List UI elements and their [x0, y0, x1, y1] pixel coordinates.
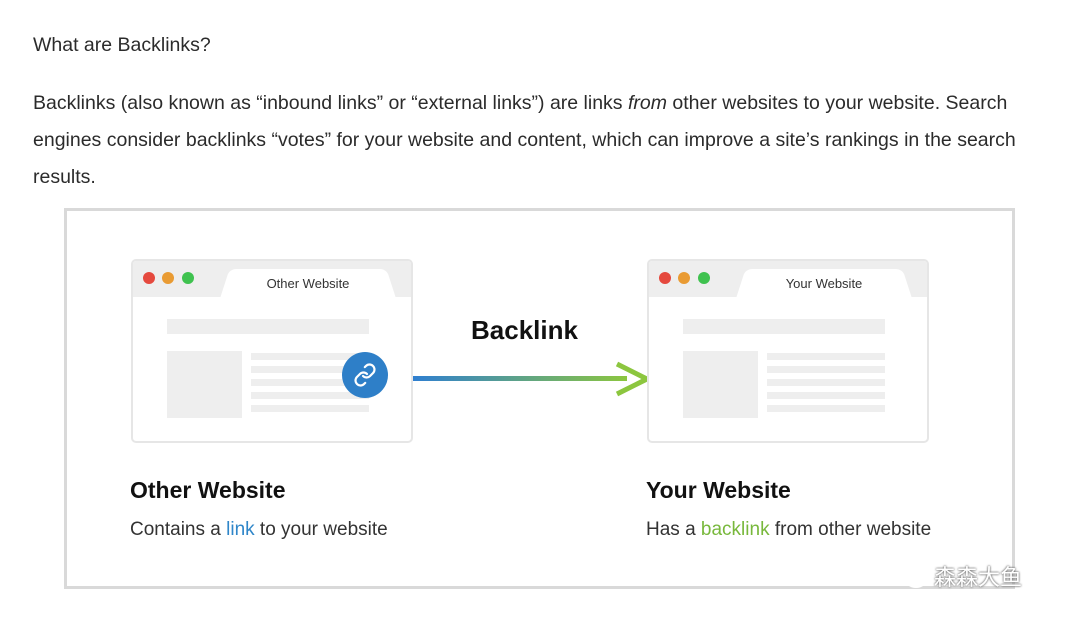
- placeholder-line: [767, 379, 885, 386]
- close-dot-icon: [659, 272, 671, 284]
- placeholder-line: [251, 405, 369, 412]
- browser-tab: Your Website: [749, 269, 899, 297]
- backlink-diagram: Other Website Backlink Your W: [64, 208, 1015, 589]
- your-website-browser: Your Website: [647, 259, 929, 443]
- tab-title: Other Website: [266, 276, 350, 291]
- minimize-dot-icon: [162, 272, 174, 284]
- other-website-description: Contains a link to your website: [130, 519, 388, 541]
- wechat-icon: [892, 563, 927, 588]
- browser-tab: Other Website: [233, 269, 383, 297]
- placeholder-header: [683, 319, 885, 334]
- placeholder-image: [167, 351, 242, 418]
- caption-text: Contains a: [130, 519, 227, 540]
- caption-text: to your website: [254, 519, 388, 540]
- placeholder-line: [251, 379, 369, 386]
- close-dot-icon: [143, 272, 155, 284]
- placeholder-line: [767, 353, 885, 360]
- link-icon: [342, 352, 388, 398]
- maximize-dot-icon: [182, 272, 194, 284]
- caption-text: from other website: [769, 519, 932, 540]
- link-highlight: link: [226, 519, 255, 540]
- paragraph-text-2: other websites to your website. Search e…: [33, 92, 1016, 188]
- watermark-text: 森森大鱼: [934, 565, 1023, 590]
- placeholder-line: [251, 353, 369, 360]
- section-heading: What are Backlinks?: [33, 34, 211, 56]
- other-website-title: Other Website: [130, 477, 286, 503]
- tab-title: Your Website: [785, 276, 863, 291]
- paragraph-emphasis: from: [627, 92, 667, 114]
- other-website-browser: Other Website: [131, 259, 413, 443]
- intro-paragraph: Backlinks (also known as “inbound links”…: [33, 85, 1043, 196]
- your-website-title: Your Website: [646, 477, 791, 503]
- placeholder-line: [251, 392, 369, 399]
- paragraph-text-1: Backlinks (also known as “inbound links”…: [33, 92, 628, 114]
- placeholder-line: [767, 405, 885, 412]
- backlink-arrow: [413, 361, 651, 397]
- arrow-label: Backlink: [471, 315, 578, 345]
- backlink-highlight: backlink: [700, 519, 770, 540]
- maximize-dot-icon: [698, 272, 710, 284]
- placeholder-line: [251, 366, 369, 373]
- minimize-dot-icon: [678, 272, 690, 284]
- placeholder-image: [683, 351, 758, 418]
- caption-text: Has a: [646, 519, 701, 540]
- browser-titlebar: Other Website: [133, 261, 411, 297]
- placeholder-line: [767, 392, 885, 399]
- watermark: 森森大鱼: [890, 560, 1022, 592]
- browser-titlebar: Your Website: [649, 261, 927, 297]
- placeholder-header: [167, 319, 369, 334]
- placeholder-line: [767, 366, 885, 373]
- your-website-description: Has a backlink from other website: [646, 519, 931, 541]
